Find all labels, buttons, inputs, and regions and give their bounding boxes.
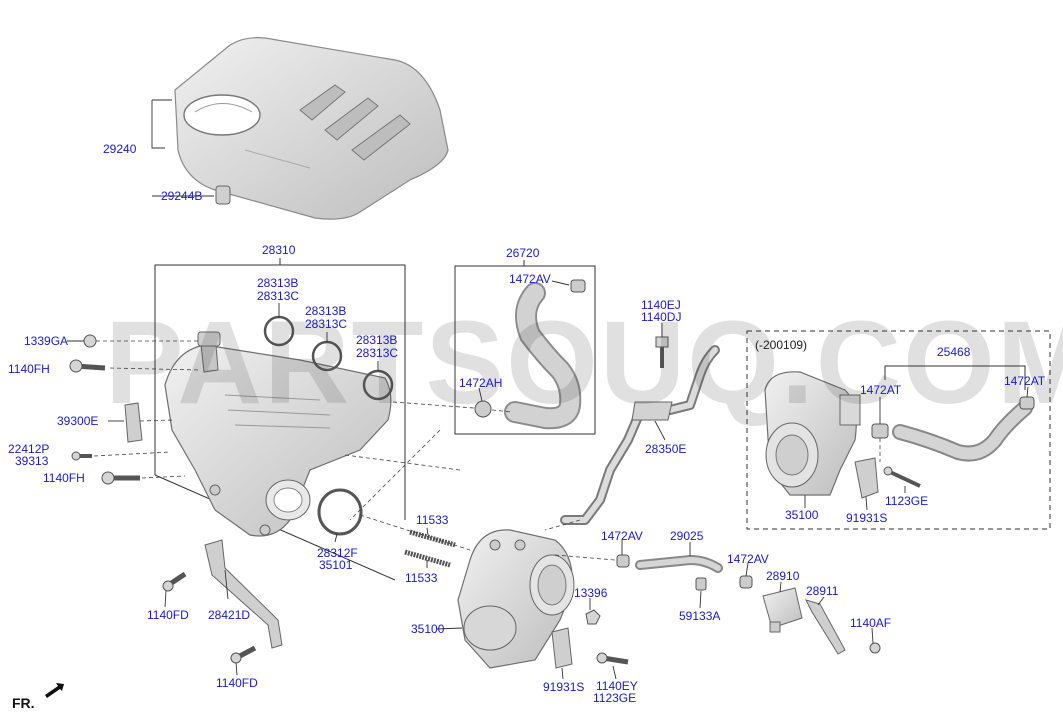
label-28313B-1[interactable]: 28313B [257, 276, 299, 290]
label-1472AT-1[interactable]: 1472AT [860, 383, 902, 397]
stud-11533-2[interactable] [404, 549, 451, 568]
bracket-28911-part[interactable] [805, 599, 846, 655]
bolt-22412P[interactable] [71, 451, 92, 461]
clamp-1472AV-b[interactable] [616, 554, 630, 568]
bolt-1140FD-2[interactable] [230, 645, 257, 664]
label-1140DJ[interactable]: 1140DJ [641, 310, 682, 324]
label-39313[interactable]: 39313 [15, 454, 49, 468]
hose-29025-part[interactable] [635, 554, 723, 573]
sensor-39300E-part[interactable] [124, 402, 143, 443]
throttle-body-right-part[interactable] [764, 371, 861, 496]
label-28910[interactable]: 28910 [766, 569, 800, 583]
clamp-1472AT-1[interactable] [871, 423, 889, 439]
bolt-1140EJ-DJ[interactable] [655, 336, 669, 368]
bolt-1140FH-2[interactable] [101, 471, 140, 485]
label-39300E[interactable]: 39300E [57, 414, 99, 428]
label-1472AV-b[interactable]: 1472AV [601, 529, 643, 543]
label-1472AV-a[interactable]: 1472AV [509, 272, 551, 286]
label-22412P[interactable]: 22412P [8, 442, 50, 456]
clamp-1472AV-c[interactable] [739, 575, 753, 589]
label-28911[interactable]: 28911 [806, 584, 839, 598]
nut-13396[interactable] [585, 609, 601, 625]
hose-26720-part[interactable] [504, 282, 582, 430]
label-29025[interactable]: 29025 [670, 529, 704, 543]
leader-lines [67, 99, 1029, 680]
label-28313C-1[interactable]: 28313C [257, 289, 300, 303]
label-28313B-2[interactable]: 28313B [305, 304, 347, 318]
label-1123GE-right[interactable]: 1123GE [885, 494, 929, 508]
label-91931S-right[interactable]: 91931S [846, 511, 888, 525]
gasket-ring-28312F[interactable] [317, 488, 363, 536]
label-1140FD-2[interactable]: 1140FD [216, 676, 258, 690]
label-1140FH-2[interactable]: 1140FH [43, 471, 85, 485]
label-1339GA[interactable]: 1339GA [24, 334, 69, 348]
pipe-28350E-part[interactable] [560, 345, 720, 525]
alignment-lines [93, 340, 881, 561]
bolt-1140FH-1[interactable] [69, 359, 106, 373]
label-28313C-2[interactable]: 28313C [305, 317, 348, 331]
label-1140FH-1[interactable]: 1140FH [8, 362, 50, 376]
label-25468[interactable]: 25468 [937, 345, 971, 359]
label-35100-right[interactable]: 35100 [785, 508, 819, 522]
hose-25468-part[interactable] [892, 400, 1033, 462]
gasket-ring-1[interactable] [263, 315, 295, 347]
label-29244B[interactable]: 29244B [161, 189, 203, 203]
variant-frame-200109 [746, 330, 1051, 530]
clamp-1472AT-2[interactable] [1019, 396, 1035, 410]
label-1472AT-2[interactable]: 1472AT [1004, 374, 1046, 388]
bolt-1140FD-1[interactable] [162, 571, 187, 592]
bolt-1123GE-right[interactable] [883, 466, 921, 488]
label-35101[interactable]: 35101 [319, 558, 353, 572]
orientation-label: FR. [12, 695, 35, 711]
label-1140AF[interactable]: 1140AF [850, 616, 892, 630]
intake-manifold-part[interactable] [164, 331, 392, 537]
label-1472AH[interactable]: 1472AH [459, 376, 503, 390]
grommet-part[interactable] [215, 185, 231, 205]
label-28312F[interactable]: 28312F [317, 546, 358, 560]
label-1140EJ[interactable]: 1140EJ [641, 298, 681, 312]
valve-28910-part[interactable] [762, 587, 803, 633]
clamp-1472AV-a[interactable] [570, 279, 586, 293]
bolt-1140AF[interactable] [869, 642, 881, 654]
label-59133A[interactable]: 59133A [679, 609, 721, 623]
bolt-1140EY[interactable] [596, 652, 629, 665]
label-11533-2[interactable]: 11533 [405, 571, 438, 585]
label-1472AV-c[interactable]: 1472AV [727, 552, 769, 566]
clip-59133A[interactable] [695, 577, 707, 591]
label-91931S-main[interactable]: 91931S [543, 680, 585, 694]
engine-cover-part[interactable] [174, 37, 449, 220]
label-35100-main[interactable]: 35100 [411, 622, 445, 636]
label-11533-1[interactable]: 11533 [416, 513, 449, 527]
group-frame-26720 [454, 260, 596, 435]
bracket-91931S-main[interactable] [551, 627, 573, 669]
throttle-body-main-part[interactable] [457, 529, 575, 669]
variant-note: (-200109) [755, 338, 808, 352]
label-26720[interactable]: 26720 [506, 246, 540, 260]
bolt-1339GA[interactable] [83, 334, 97, 348]
bracket-91931S-right[interactable] [854, 457, 879, 499]
label-28313B-3[interactable]: 28313B [356, 333, 398, 347]
label-1140FD-1[interactable]: 1140FD [147, 608, 189, 622]
label-1140EY[interactable]: 1140EY [596, 679, 638, 693]
label-13396[interactable]: 13396 [574, 586, 608, 600]
label-28350E[interactable]: 28350E [645, 442, 687, 456]
label-29240[interactable]: 29240 [103, 142, 137, 156]
bracket-28421D-part[interactable] [204, 539, 283, 649]
label-28421D[interactable]: 28421D [208, 608, 251, 622]
clamp-1472AH[interactable] [474, 400, 492, 418]
front-arrow-icon [45, 683, 64, 698]
label-28310[interactable]: 28310 [262, 243, 296, 257]
label-28313C-3[interactable]: 28313C [356, 346, 399, 360]
label-1123GE-main[interactable]: 1123GE [593, 691, 637, 705]
